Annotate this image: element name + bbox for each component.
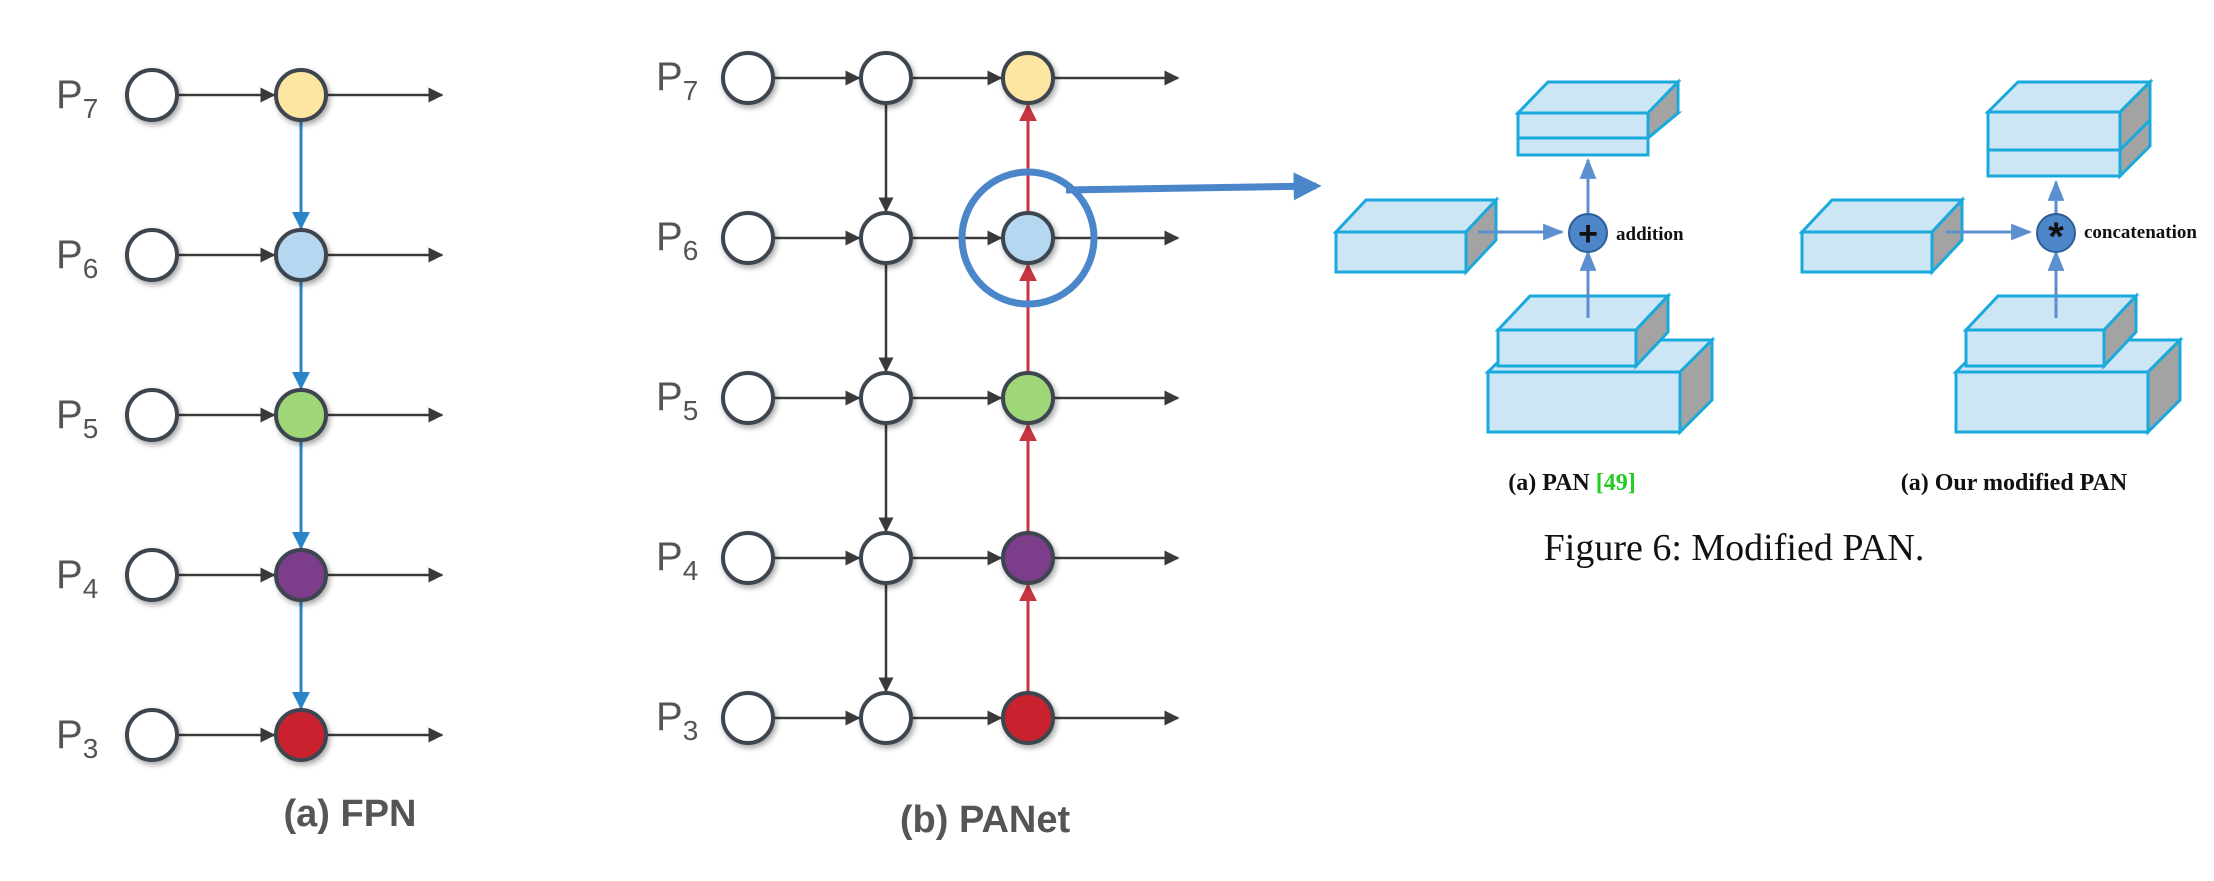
fpn-input-node-p5 bbox=[125, 388, 179, 442]
addition-operator-icon bbox=[1568, 213, 1608, 253]
modified-bottom-tensor-small bbox=[1962, 292, 2140, 370]
fpn-input-node-p4 bbox=[125, 548, 179, 602]
fpn-feature-node-p7 bbox=[274, 68, 328, 122]
fpn-feature-node-p4 bbox=[274, 548, 328, 602]
pan-concatenation-block: * concatenation (a) Our modified PAN bbox=[1798, 78, 2197, 496]
panet-topdown-node-p7 bbox=[859, 51, 913, 105]
panet-level-labels: P7 P6 P5 P4 P3 bbox=[656, 55, 698, 746]
fpn-input-node-p7 bbox=[125, 68, 179, 122]
addition-operator-symbol: + bbox=[1578, 215, 1598, 253]
panet-caption: (b) PANet bbox=[900, 799, 1071, 841]
highlight-circle bbox=[958, 168, 1098, 308]
modified-output-tensor bbox=[1984, 78, 2154, 180]
fpn-edges bbox=[177, 87, 444, 743]
fpn-input-node-p6 bbox=[125, 228, 179, 282]
panet-feature-node-p3 bbox=[1001, 691, 1055, 745]
panet-level-label-p6: P6 bbox=[656, 215, 698, 266]
panet-feature-node-p6 bbox=[1001, 211, 1055, 265]
concatenation-label: concatenation bbox=[2084, 222, 2197, 243]
panet-input-node-p3 bbox=[721, 691, 775, 745]
concatenation-operator-icon bbox=[2036, 213, 2076, 253]
panet-input-node-p7 bbox=[721, 51, 775, 105]
panet-nodes bbox=[721, 51, 1055, 745]
panet-level-label-p3: P3 bbox=[656, 695, 698, 746]
panet-input-node-p5 bbox=[721, 371, 775, 425]
panet-topdown-node-p4 bbox=[859, 531, 913, 585]
panet-edges bbox=[773, 70, 1180, 726]
fpn-diagram: P7 P6 P5 P4 P3 (a) FPN bbox=[56, 68, 444, 835]
fpn-level-label-p5: P5 bbox=[56, 393, 98, 444]
pan-lateral-tensor bbox=[1332, 196, 1500, 276]
pan-modified-caption: (a) Our modified PAN bbox=[1901, 470, 2128, 496]
panet-diagram: P7 P6 P5 P4 P3 (b) PANet bbox=[656, 51, 1322, 841]
fpn-feature-node-p5 bbox=[274, 388, 328, 442]
panet-level-label-p7: P7 bbox=[656, 55, 698, 106]
fpn-level-label-p3: P3 bbox=[56, 713, 98, 764]
fpn-level-labels: P7 P6 P5 P4 P3 bbox=[56, 73, 98, 764]
fpn-nodes bbox=[125, 68, 328, 762]
panet-topdown-node-p5 bbox=[859, 371, 913, 425]
pan-output-tensor bbox=[1514, 78, 1683, 157]
figure-caption: Figure 6: Modified PAN. bbox=[1544, 527, 1925, 569]
fpn-input-node-p3 bbox=[125, 708, 179, 762]
fpn-level-label-p4: P4 bbox=[56, 553, 98, 604]
panet-level-label-p5: P5 bbox=[656, 375, 698, 426]
panet-topdown-node-p6 bbox=[859, 211, 913, 265]
panet-feature-node-p7 bbox=[1001, 51, 1055, 105]
panet-topdown-node-p3 bbox=[859, 691, 913, 745]
panet-level-label-p4: P4 bbox=[656, 535, 698, 586]
pan-addition-block: + addition (a) PAN [49] bbox=[1332, 78, 1716, 496]
addition-label: addition bbox=[1616, 224, 1684, 245]
fpn-caption: (a) FPN bbox=[284, 793, 417, 835]
fpn-feature-node-p3 bbox=[274, 708, 328, 762]
panet-input-node-p6 bbox=[721, 211, 775, 265]
fpn-level-label-p6: P6 bbox=[56, 233, 98, 284]
modified-lateral-tensor bbox=[1798, 196, 1966, 276]
pan-bottom-tensor-small bbox=[1494, 292, 1672, 370]
fpn-feature-node-p6 bbox=[274, 228, 328, 282]
panet-feature-node-p4 bbox=[1001, 531, 1055, 585]
callout-arrow bbox=[1065, 172, 1322, 201]
concatenation-operator-symbol: * bbox=[2048, 215, 2064, 259]
panet-feature-node-p5 bbox=[1001, 371, 1055, 425]
fpn-level-label-p7: P7 bbox=[56, 73, 98, 124]
panet-input-node-p4 bbox=[721, 531, 775, 585]
pan-original-caption: (a) PAN [49] bbox=[1508, 470, 1636, 496]
